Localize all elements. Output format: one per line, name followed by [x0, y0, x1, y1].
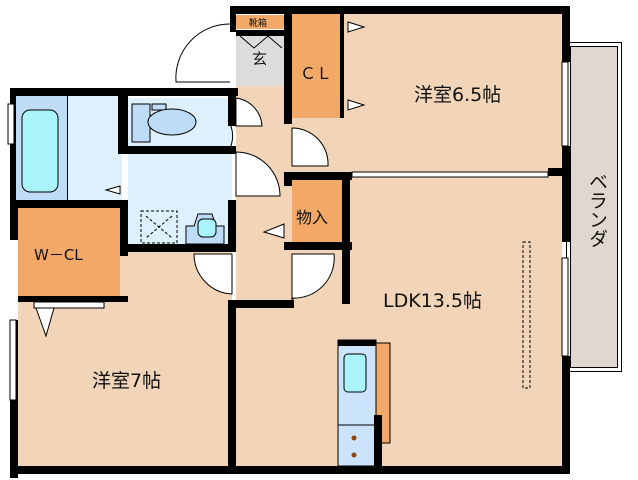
- wall: [284, 14, 292, 124]
- shoe-box: [236, 15, 286, 29]
- wall: [120, 200, 128, 256]
- room-label-storage: 物入: [296, 208, 329, 227]
- wall: [10, 200, 18, 240]
- closet-wcl: [18, 206, 120, 296]
- wall: [230, 6, 570, 14]
- room-label-entrance: 玄: [252, 50, 268, 68]
- wall: [284, 172, 352, 180]
- room-label-ldk: LDK13.5帖: [383, 290, 482, 312]
- wall: [228, 200, 236, 250]
- wall: [10, 88, 238, 96]
- room-label-western-6-5: 洋室6.5帖: [414, 84, 502, 106]
- wall: [284, 172, 292, 186]
- wall: [236, 300, 294, 308]
- closet-cl: [292, 14, 340, 118]
- room-label-cl: ＣＬ: [300, 64, 333, 83]
- wall: [10, 466, 570, 474]
- wall: [562, 146, 570, 242]
- balcony: [567, 43, 621, 371]
- wall: [122, 146, 236, 154]
- room-label-balcony: ベランダ: [586, 172, 608, 248]
- wall: [228, 300, 236, 470]
- storage-closet: [292, 180, 342, 246]
- wall: [284, 242, 352, 250]
- wall: [340, 14, 344, 118]
- wall: [562, 356, 570, 474]
- wall: [230, 6, 236, 32]
- wall: [120, 244, 236, 252]
- wall: [228, 88, 236, 126]
- wall: [10, 200, 126, 208]
- wall: [548, 168, 570, 176]
- room-label-shoe-box: 靴箱: [249, 19, 268, 29]
- wall: [342, 172, 350, 304]
- wall: [118, 94, 128, 154]
- wall: [562, 6, 570, 62]
- room-label-western-7: 洋室7帖: [92, 370, 162, 392]
- room-label-wcl: W－CL: [34, 246, 83, 264]
- wall: [18, 296, 128, 302]
